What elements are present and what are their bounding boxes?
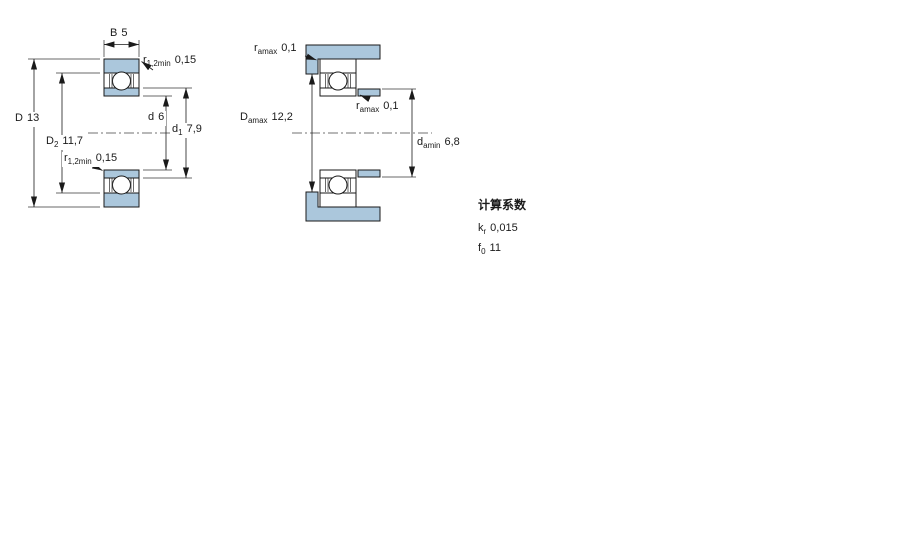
dim-value: 5	[121, 27, 128, 39]
dim-value: 11,7	[62, 135, 83, 147]
dim-subscript: 1	[178, 128, 183, 138]
dim-value: 0,1	[383, 100, 399, 112]
ball-top-right	[328, 71, 348, 91]
dim-symbol: d	[148, 111, 155, 123]
dim-symbol: D	[15, 112, 23, 124]
dim-subscript: amax	[359, 105, 380, 115]
calculation-factors-title: 计算系数	[478, 198, 527, 212]
ball-bottom-right	[328, 175, 348, 195]
leader-ra-mid	[359, 94, 371, 103]
dim-value: 7,9	[186, 123, 202, 135]
dimension-annotations-right	[304, 53, 416, 192]
dim-symbol: r	[254, 42, 258, 54]
factor-subscript: r	[483, 227, 487, 237]
leader-ra-top	[304, 53, 317, 61]
dim-symbol: r	[356, 100, 360, 112]
dim-value: 6,8	[444, 136, 460, 148]
seal-lines	[109, 74, 134, 192]
dim-subscript: 1,2min	[67, 157, 92, 167]
dim-symbol: r	[64, 152, 68, 164]
factor-value: 11	[489, 242, 501, 255]
factor-symbol: k	[478, 222, 484, 234]
dim-value: 0,15	[95, 152, 118, 164]
dim-subscript: 2	[53, 140, 59, 150]
dim-symbol: D	[46, 135, 54, 147]
factor-subscript: 0	[481, 247, 486, 257]
dim-symbol: D	[240, 111, 248, 123]
dim-value: 13	[26, 112, 40, 124]
dim-symbol: B	[110, 27, 118, 39]
dimension-annotations-left	[28, 40, 192, 208]
abutment-dimensions-view	[305, 44, 381, 222]
dim-subscript: 1,2min	[146, 59, 171, 69]
dim-value: 0,1	[281, 42, 297, 54]
leader-r12-top	[141, 61, 154, 71]
ball-top	[112, 71, 131, 91]
dim-subscript: amax	[247, 116, 268, 126]
ball-bottom	[112, 175, 131, 195]
dim-value: 6	[158, 111, 165, 123]
seal-lines-right	[325, 74, 351, 192]
shaft-shoulder-sections-shaded	[357, 88, 381, 178]
bearing-section-outline	[103, 58, 140, 208]
factor-value: 0,015	[490, 222, 518, 234]
dim-symbol: d	[417, 136, 424, 148]
dim-symbol: d	[172, 123, 179, 135]
dim-value: 0,15	[174, 54, 197, 66]
factor-symbol: f	[478, 242, 482, 255]
dim-value: 12,2	[271, 111, 293, 123]
bearing-rings-outline-right	[319, 58, 357, 208]
extension-lines-left	[28, 40, 192, 208]
housing-sections-shaded	[305, 44, 381, 222]
dim-subscript: amax	[257, 47, 278, 57]
dim-symbol: r	[143, 54, 147, 66]
bearing-cross-section-view	[103, 58, 140, 208]
dim-subscript: amin	[423, 141, 441, 151]
